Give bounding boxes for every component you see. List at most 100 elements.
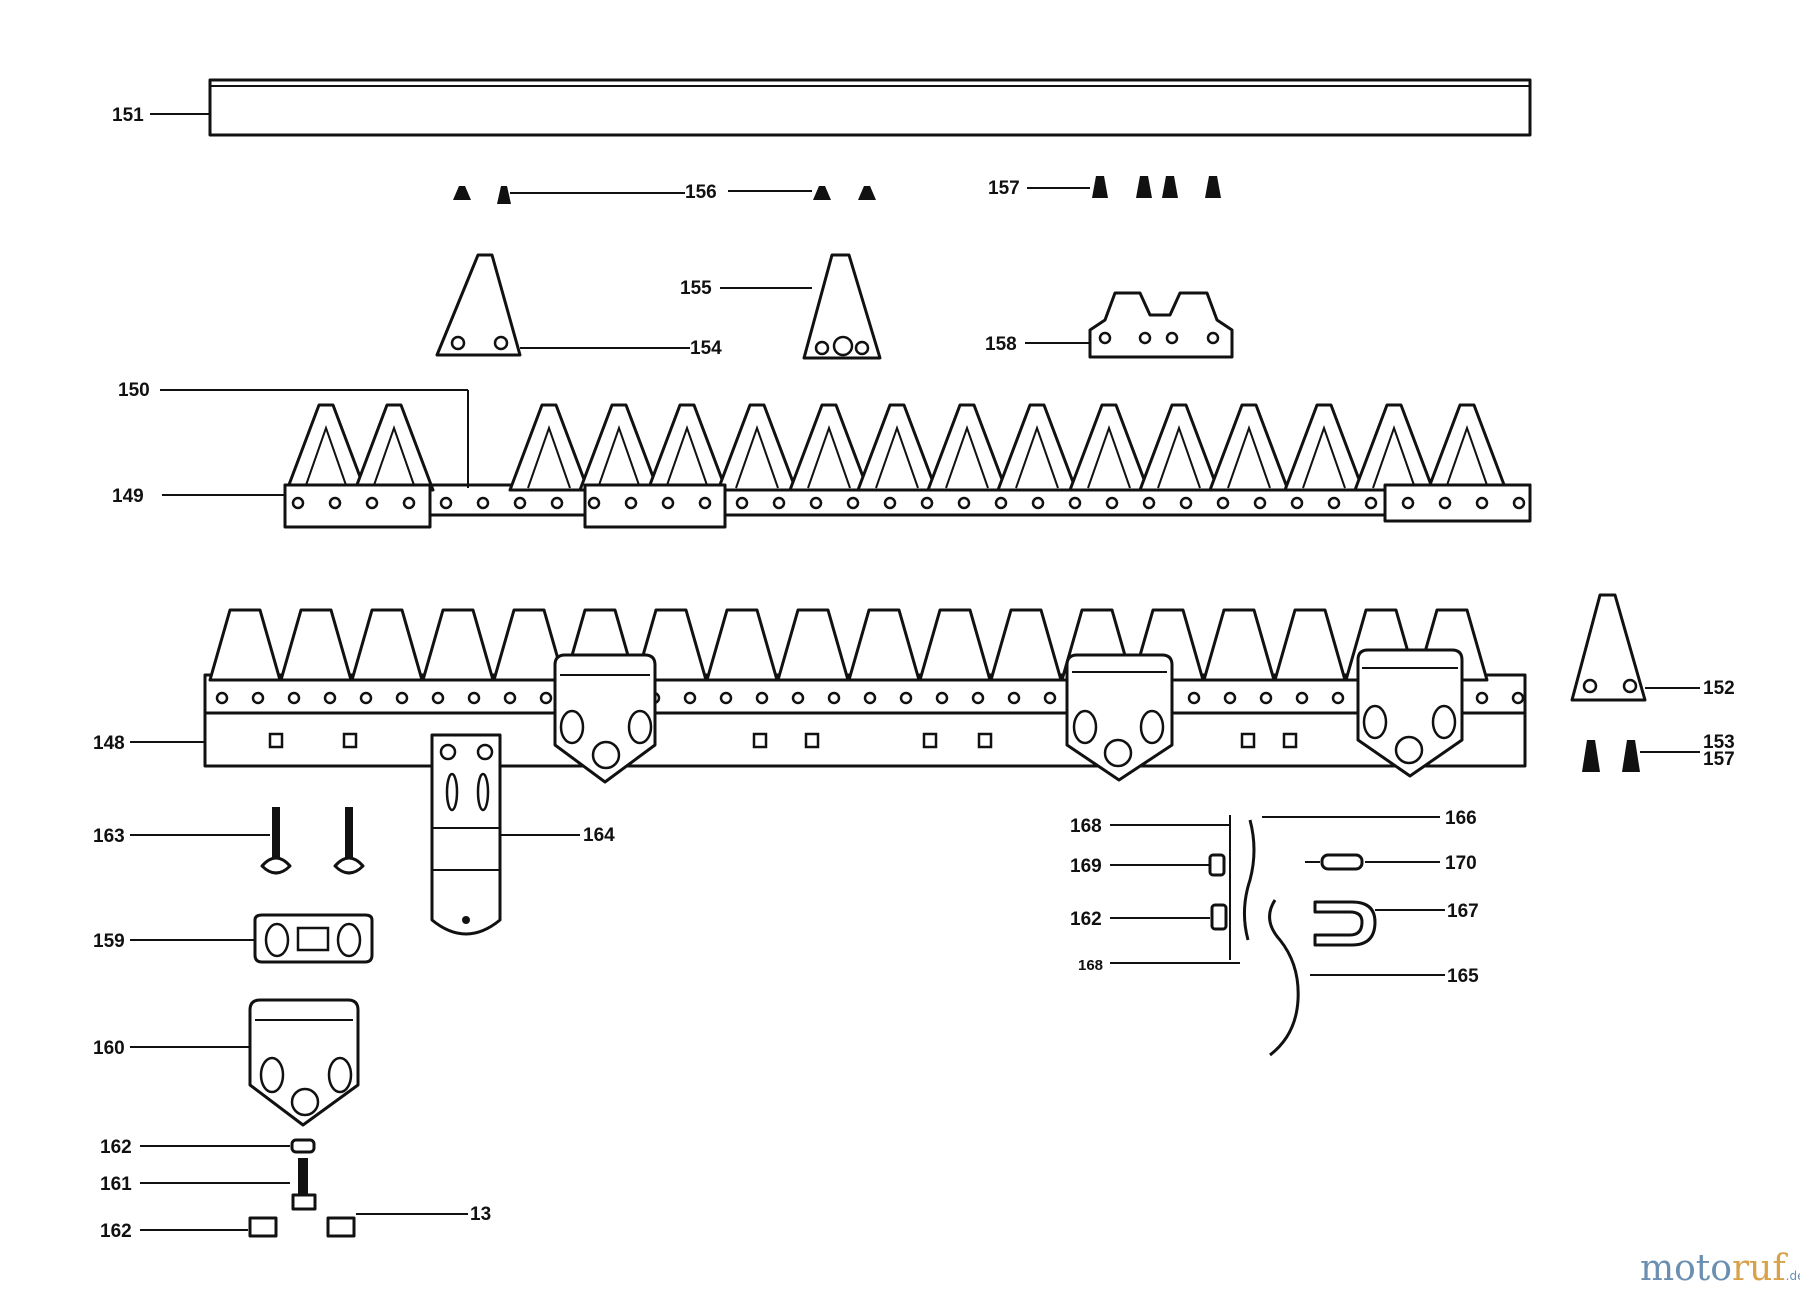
label-167: 167 (1447, 901, 1479, 922)
watermark-moto: moto (1640, 1248, 1732, 1289)
label-165: 165 (1447, 966, 1479, 987)
bar-square-hole (752, 732, 768, 749)
part-153-157-screws (1582, 740, 1700, 772)
upper-rivet-hole (846, 496, 860, 510)
upper-rivet-hole (920, 496, 934, 510)
upper-tooth (285, 403, 367, 492)
lower-rivet-hole (539, 691, 553, 705)
label-148: 148 (93, 733, 125, 754)
upper-tooth-inner (945, 424, 989, 489)
lower-tooth (847, 608, 921, 682)
upper-rivet-hole (439, 496, 453, 510)
label-160: 160 (93, 1038, 125, 1059)
part-158-guard (1025, 291, 1234, 359)
upper-tooth (578, 403, 660, 492)
watermark-ruf: ruf (1732, 1248, 1788, 1289)
upper-tooth-inner (807, 424, 851, 489)
upper-rivet-hole (994, 496, 1008, 510)
lower-tooth (1202, 608, 1276, 682)
lower-rivet-hole (1331, 691, 1345, 705)
lower-rivet-hole (791, 691, 805, 705)
upper-tooth-inner (1157, 424, 1201, 489)
lower-rivet-hole (359, 691, 373, 705)
lower-rivet-hole (683, 691, 697, 705)
guard-clip-3 (1356, 648, 1464, 778)
upper-tooth (996, 403, 1078, 492)
lower-tooth (350, 608, 424, 682)
part-154-knife-section (435, 253, 690, 357)
upper-tooth-inner (597, 424, 641, 489)
part-165-170-spring-group (1110, 815, 1445, 1057)
lower-rivet-hole (395, 691, 409, 705)
lower-tooth (776, 608, 850, 682)
label-158: 158 (985, 334, 1017, 355)
label-149: 149 (112, 486, 144, 507)
lower-rivet-hole (503, 691, 517, 705)
lower-rivet-hole (899, 691, 913, 705)
upper-rivet-hole (402, 496, 416, 510)
lower-tooth (918, 608, 992, 682)
upper-tooth-inner (1302, 424, 1346, 489)
label-156: 156 (685, 182, 717, 203)
upper-rivet-hole (1216, 496, 1230, 510)
upper-tooth (508, 403, 590, 492)
upper-tooth (646, 403, 728, 492)
upper-rivet-hole (1475, 496, 1489, 510)
part-157-screws (1027, 176, 1221, 198)
lower-rivet-hole (1007, 691, 1021, 705)
lower-rivet-hole (215, 691, 229, 705)
upper-rivet-hole (1401, 496, 1415, 510)
upper-tooth-inner (1372, 424, 1416, 489)
upper-rivet-hole (291, 496, 305, 510)
upper-tooth (856, 403, 938, 492)
watermark-tld: .de (1786, 1269, 1800, 1283)
upper-rivet-hole (698, 496, 712, 510)
upper-rivet-holes (291, 496, 1526, 510)
label-154: 154 (690, 338, 722, 359)
label-166: 166 (1445, 808, 1477, 829)
lower-rivet-hole (827, 691, 841, 705)
upper-tooth (353, 403, 435, 492)
lower-rivet-hole (719, 691, 733, 705)
upper-rivet-hole (365, 496, 379, 510)
lower-rivet-hole (1295, 691, 1309, 705)
label-169: 169 (1070, 856, 1102, 877)
upper-tooth (1426, 403, 1508, 492)
lower-rivet-hole (935, 691, 949, 705)
label-153-157: 153 157 (1703, 732, 1740, 770)
lower-rivet-hole (1043, 691, 1057, 705)
upper-tooth-inner (1227, 424, 1271, 489)
lower-rivet-hole (1511, 691, 1525, 705)
label-157b: 157 (1703, 749, 1735, 770)
lower-rivet-hole (467, 691, 481, 705)
upper-tooth (1208, 403, 1290, 492)
label-162a: 162 (100, 1137, 132, 1158)
bar-square-hole (1282, 732, 1298, 749)
bar-square-hole (268, 732, 284, 749)
upper-rivet-hole (1327, 496, 1341, 510)
upper-rivet-hole (328, 496, 342, 510)
part-151-bar (150, 78, 1532, 137)
guard-clip-2 (1065, 653, 1174, 782)
bar-square-hole (804, 732, 820, 749)
lower-rivet-hole (863, 691, 877, 705)
upper-rivet-hole (883, 496, 897, 510)
upper-rivet-hole (735, 496, 749, 510)
part-162-161-13-hardware (140, 1138, 468, 1238)
upper-rivet-hole (550, 496, 564, 510)
lower-rivet-hole (755, 691, 769, 705)
upper-tooth-inner (875, 424, 919, 489)
part-155-knife-section (720, 253, 882, 360)
upper-rivet-hole (1142, 496, 1156, 510)
lower-rivet-hole (971, 691, 985, 705)
lower-tooth (1273, 608, 1347, 682)
bar-square-hole (342, 732, 358, 749)
lower-tooth (705, 608, 779, 682)
part-156-rivets (453, 186, 876, 204)
lower-knife-teeth (208, 608, 1489, 682)
label-168: 168 (1070, 816, 1102, 837)
upper-rivet-hole (1068, 496, 1082, 510)
lower-tooth (279, 608, 353, 682)
upper-tooth-inner (372, 424, 416, 489)
upper-rivet-hole (1290, 496, 1304, 510)
